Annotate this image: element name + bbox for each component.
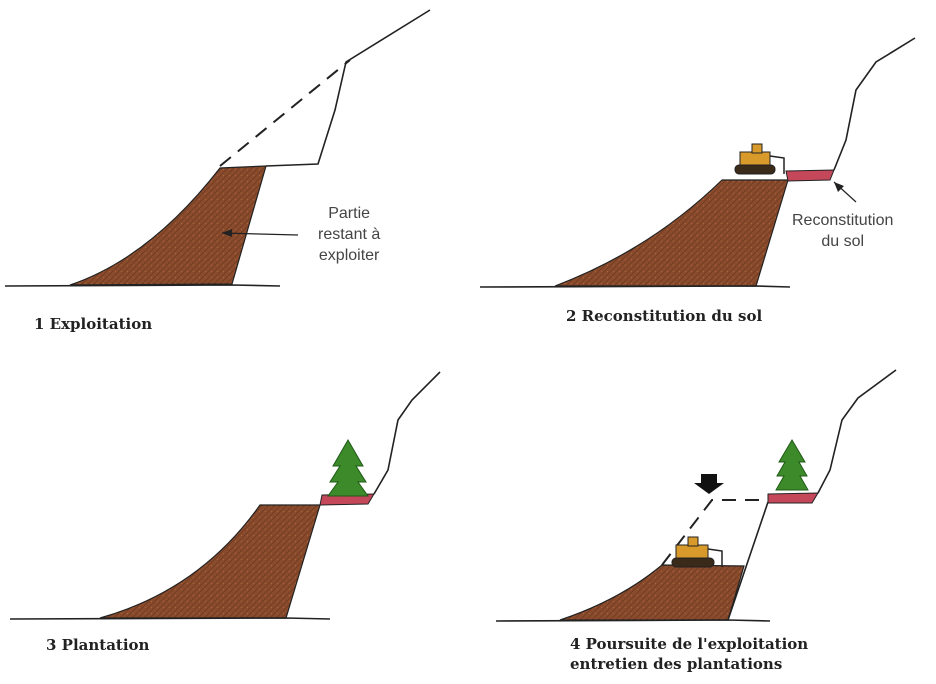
panel-1-annotation-line: exploiter [318,247,380,264]
panel-2-annotation: Reconstitution du sol [792,210,893,252]
panel-4-bulldozer [671,536,723,568]
panel-4-down-arrow-icon [694,474,724,494]
panel-2-arrowhead [834,182,844,192]
panel-1-caption: 1 Exploitation [34,315,153,333]
panel-1-annotation: Partie restant à exploiter [318,203,380,266]
panel-1-annotation-line: Partie [328,205,371,222]
panel-2-ground-line [479,285,791,288]
panel-3-plantation [9,371,441,620]
panel-2-annotation-line: Reconstitution [792,212,894,229]
panel-4-caption-line2: entretien des plantations [570,655,783,673]
panel-1-cliff-line [265,9,431,167]
panel-4-soil-mass [559,564,745,621]
panel-2-restored-soil-strip [785,169,835,182]
panel-2-reconstitution [479,37,916,288]
panel-1-original-slope-dashed [219,59,351,167]
panel-1-arrowhead [222,229,232,237]
panel-4-cliff-line [817,369,897,494]
panel-1-annotation-line: restant à [318,226,381,243]
panel-3-tree-icon [327,438,369,497]
panel-2-cliff-line [833,37,916,171]
panel-4-caption: 4 Poursuite de l'exploitation [570,635,809,653]
panel-3-ground-line [9,617,331,620]
panel-4-cut-line [727,501,769,621]
panel-4-restored-soil-strip [767,492,819,504]
panel-2-caption: 2 Reconstitution du sol [566,307,763,325]
panel-4-tree-icon [775,439,809,491]
panel-3-soil-mass [99,504,321,619]
panel-2-bulldozer [734,143,785,175]
panel-2-soil-mass [554,179,789,287]
panel-1-annotation-arrow [221,232,299,236]
panel-1-ground-line [4,284,281,287]
panel-1-exploitation [4,9,431,287]
panel-1-soil-mass [69,165,267,286]
panel-3-cliff-line [373,371,441,495]
panel-2-annotation-line: du sol [821,233,865,250]
panel-3-caption: 3 Plantation [46,636,150,654]
panel-4-former-profile-dashed [661,499,768,566]
panel-4-ground-line [495,619,771,622]
panel-4-poursuite [495,369,897,622]
